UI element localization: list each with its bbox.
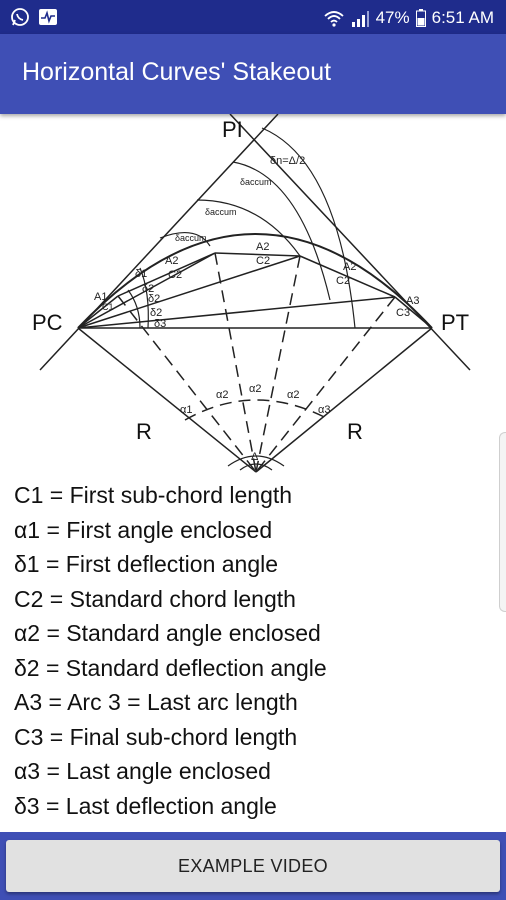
delta-accum-label-2: δaccum [205, 207, 237, 217]
chord-label-c2-right: C2 [336, 275, 350, 287]
chord-label-c1: C1 [102, 302, 114, 312]
legend-item: δ3 = Last deflection angle [14, 792, 277, 819]
deflection-label-d3: δ3 [154, 318, 166, 330]
legend-item: δ1 = First deflection angle [14, 551, 279, 577]
arc-label-a2-left: A2 [165, 255, 178, 267]
arc-label-a3: A3 [406, 295, 419, 307]
delta-accum-label-1: δaccum [240, 177, 272, 187]
curve-stakeout-diagram: PI PC PT R R δn=Δ/2 δaccum δaccum δaccum… [32, 114, 471, 473]
legend-list: C1 = First sub-chord length α1 = First a… [14, 478, 494, 823]
example-video-button[interactable]: EXAMPLE VIDEO [6, 840, 500, 892]
arc-label-a2-right: A2 [343, 261, 356, 273]
app-title: Horizontal Curves' Stakeout [22, 58, 332, 86]
pi-label: PI [222, 117, 243, 142]
angle-label-alpha2b: α2 [249, 383, 261, 395]
activity-app-icon [39, 9, 57, 25]
legend-item: α2 = Standard angle enclosed [14, 620, 321, 646]
app-bar: Horizontal Curves' Stakeout [0, 34, 506, 114]
chord-label-c2-left: C2 [168, 269, 182, 281]
delta-accum-label-3: δaccum [175, 233, 207, 243]
wifi-icon [323, 11, 344, 27]
legend-item: A3 = Arc 3 = Last arc length [14, 689, 298, 715]
deflection-label-d2a: δ2 [142, 283, 154, 295]
legend-item: δ2 = Standard deflection angle [14, 654, 327, 681]
chord-label-c3: C3 [396, 307, 410, 319]
status-bar: 47% 6:51 AM [0, 0, 506, 34]
legend-item: C2 = Standard chord length [14, 585, 296, 612]
deflection-label-d2c: δ2 [150, 307, 162, 319]
clock: 6:51 AM [431, 8, 494, 27]
battery-percentage: 47% [375, 8, 410, 27]
radius-label-left: R [136, 419, 152, 444]
delta-center-label: Δ [251, 451, 259, 463]
edge-panel-handle[interactable] [499, 432, 506, 612]
pt-label: PT [441, 310, 469, 335]
deflection-label-d2b: δ2 [148, 293, 160, 305]
legend-item: C3 = Final sub-chord length [14, 723, 298, 750]
angle-label-alpha2c: α2 [287, 389, 299, 401]
chord-label-c2-top: C2 [256, 255, 270, 267]
angle-label-alpha3: α3 [318, 404, 330, 416]
arc-label-a2-top: A2 [256, 241, 269, 253]
signal-icon [351, 11, 369, 27]
pc-label: PC [32, 310, 63, 335]
deflection-label-d1: δ1 [135, 268, 147, 280]
legend-item: α3 = Last angle enclosed [14, 758, 271, 784]
angle-label-alpha2a: α2 [216, 389, 228, 401]
delta-n-label: δn=Δ/2 [270, 155, 305, 167]
legend-item: C1 = First sub-chord length [14, 482, 293, 508]
battery-icon [415, 9, 426, 27]
whatsapp-icon [11, 8, 29, 26]
bottom-bar: EXAMPLE VIDEO [0, 832, 506, 900]
legend-item: α1 = First angle enclosed [14, 516, 273, 543]
angle-label-alpha1: α1 [180, 404, 192, 416]
arc-label-a1: A1 [94, 291, 107, 303]
radius-label-right: R [347, 419, 363, 444]
